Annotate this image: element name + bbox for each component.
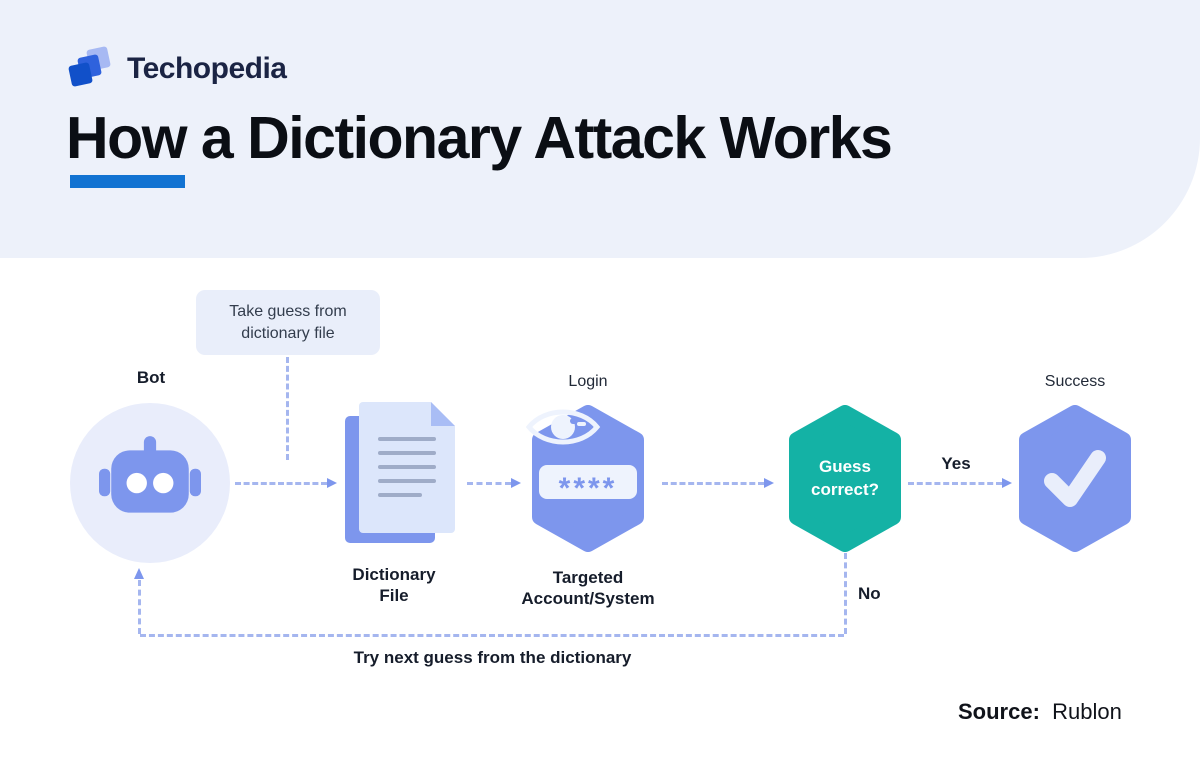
flow-arrow-file-to-login (467, 478, 521, 488)
document-text-line (378, 479, 436, 483)
techopedia-logo-icon (68, 46, 114, 92)
document-text-line (378, 465, 436, 469)
targeted-account-label: Targeted Account/System (521, 568, 655, 609)
document-fold-corner (431, 402, 455, 426)
password-field-icon: **** (539, 465, 637, 499)
header-panel: Techopedia How a Dictionary Attack Works (0, 0, 1200, 258)
retry-caption: Try next guess from the dictionary (353, 648, 632, 667)
source-name: Rublon (1052, 699, 1122, 724)
guess-node: Guess correct? (782, 405, 908, 552)
login-node: **** (525, 405, 651, 552)
document-text-line (378, 451, 436, 455)
flow-arrow-login-to-guess (662, 478, 774, 488)
source-credit: Source: Rublon (958, 699, 1122, 725)
source-label: Source: (958, 699, 1040, 724)
document-icon (345, 402, 455, 543)
login-label: Login (568, 373, 608, 390)
loop-back-line (140, 634, 844, 637)
title-underline (70, 175, 185, 188)
flow-arrow-yes (908, 478, 1012, 488)
callout-take-guess: Take guess from dictionary file (196, 290, 380, 355)
page-title: How a Dictionary Attack Works (66, 105, 893, 171)
guess-correct-label: Guess correct? (810, 456, 880, 499)
arrowhead-icon (327, 478, 337, 488)
loop-back-line-up (138, 580, 141, 634)
arrowhead-icon (764, 478, 774, 488)
arrowhead-icon (1002, 478, 1012, 488)
document-text-line (378, 493, 422, 497)
brand-logo: Techopedia (68, 46, 287, 92)
success-label: Success (1044, 373, 1106, 390)
bot-label: Bot (136, 368, 166, 387)
callout-connector-line (286, 357, 289, 460)
arrowhead-icon (511, 478, 521, 488)
brand-name: Techopedia (127, 52, 287, 85)
document-text-line (378, 437, 436, 441)
yes-label: Yes (941, 454, 971, 473)
password-mask: **** (558, 472, 618, 500)
flow-arrow-bot-to-file (235, 478, 337, 488)
checkmark-icon (1044, 450, 1106, 507)
dictionary-file-label: Dictionary File (352, 565, 436, 606)
success-node (1012, 405, 1138, 552)
no-branch-line-down (844, 553, 847, 634)
robot-icon (99, 435, 201, 531)
no-label: No (858, 584, 881, 603)
bot-node (70, 403, 230, 563)
arrowhead-up-icon (134, 568, 144, 579)
